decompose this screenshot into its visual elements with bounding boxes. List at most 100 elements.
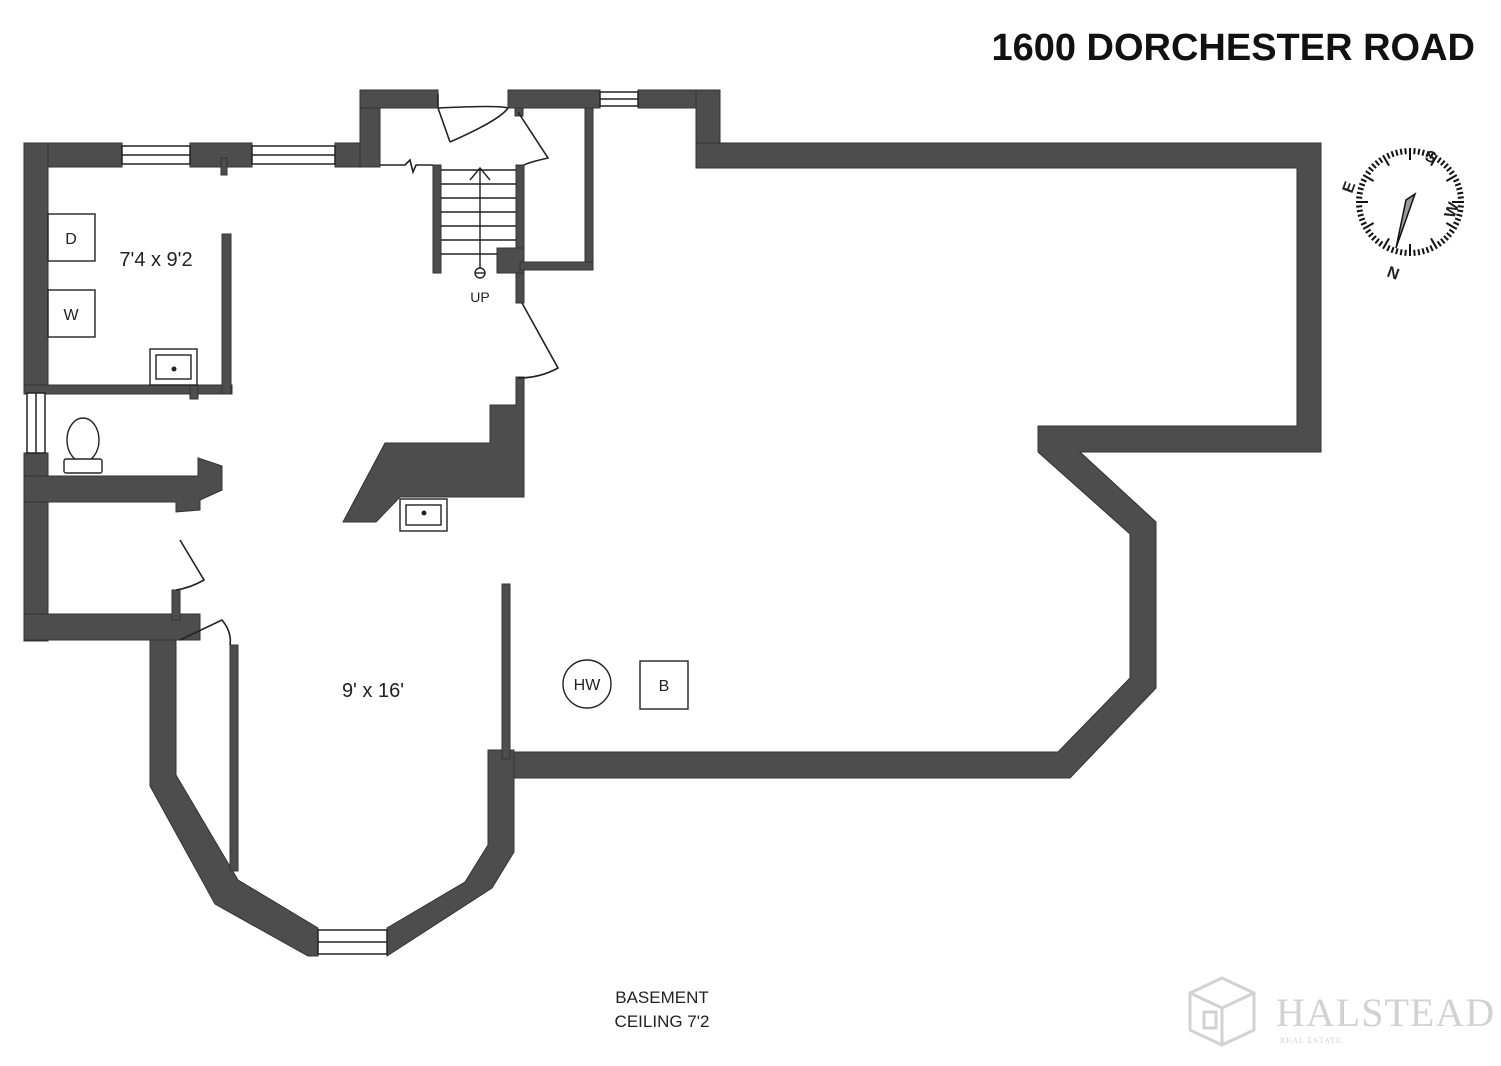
door-closet bbox=[517, 111, 550, 166]
compass-tick bbox=[1430, 237, 1438, 250]
compass-tick bbox=[1436, 157, 1442, 164]
compass-n: N bbox=[1385, 264, 1402, 284]
compass-tick bbox=[1440, 159, 1446, 166]
compass-tick bbox=[1457, 209, 1464, 213]
compass: S W N E bbox=[1340, 148, 1464, 284]
compass-tick bbox=[1382, 154, 1390, 167]
compass-tick bbox=[1374, 238, 1380, 245]
compass-tick bbox=[1456, 213, 1463, 217]
halstead-sub: REAL ESTATE bbox=[1280, 1036, 1342, 1045]
compass-tick bbox=[1367, 166, 1374, 172]
address-title: 1600 DORCHESTER ROAD bbox=[991, 27, 1475, 69]
labels: D W 7'4 x 9'2 UP 9' x 16' HW B BASEMENT … bbox=[63, 231, 709, 1031]
compass-tick bbox=[1395, 248, 1399, 255]
compass-tick bbox=[1360, 221, 1367, 226]
compass-needle bbox=[1395, 192, 1417, 249]
halstead-brand: HALSTEAD bbox=[1276, 990, 1495, 1035]
compass-tick bbox=[1430, 154, 1438, 167]
compass-tick bbox=[1457, 196, 1464, 199]
water-heater bbox=[562, 659, 612, 709]
compass-tick bbox=[1417, 249, 1421, 256]
compass-tick bbox=[1360, 178, 1367, 183]
compass-tick bbox=[1456, 187, 1463, 191]
wall-entry-top-a bbox=[359, 89, 439, 109]
dryer bbox=[47, 213, 96, 262]
walls bbox=[23, 89, 1322, 957]
compass-tick bbox=[1390, 246, 1395, 254]
laundry-dims: 7'4 x 9'2 bbox=[119, 249, 192, 271]
door-bay bbox=[179, 619, 232, 646]
halstead-watermark: HALSTEAD REAL ESTATE bbox=[1188, 976, 1495, 1047]
door-lower-closet bbox=[175, 539, 206, 591]
compass-tick bbox=[1429, 152, 1434, 159]
compass-tick bbox=[1386, 245, 1391, 252]
toilet-bowl bbox=[66, 417, 100, 463]
halstead-logo-icon bbox=[1188, 976, 1256, 1047]
wall-closet-left bbox=[514, 107, 524, 117]
compass-tick bbox=[1421, 149, 1425, 156]
compass-tick bbox=[1362, 222, 1375, 230]
wall-closet2-right bbox=[584, 107, 594, 271]
compass-tick bbox=[1443, 163, 1449, 169]
compass-tick bbox=[1374, 159, 1380, 166]
compass-tick bbox=[1390, 150, 1395, 158]
ceiling-label: CEILING 7'2 bbox=[615, 1012, 710, 1031]
compass-tick bbox=[1404, 148, 1407, 155]
compass-tick bbox=[1358, 182, 1366, 187]
wall-left-upper bbox=[23, 142, 49, 394]
boiler bbox=[639, 660, 689, 710]
compass-tick bbox=[1446, 232, 1453, 238]
wall-chimney bbox=[342, 376, 525, 523]
compass-tick bbox=[1445, 174, 1458, 182]
compass-tick bbox=[1357, 187, 1364, 191]
wall-stair-left bbox=[432, 164, 442, 274]
wall-closet-bottom bbox=[23, 613, 201, 641]
compass-tick bbox=[1356, 191, 1363, 195]
stairs-up-label: UP bbox=[470, 289, 489, 305]
compass-tick bbox=[1443, 235, 1449, 241]
fixtures bbox=[47, 213, 689, 710]
compass-tick bbox=[1399, 148, 1403, 155]
compass-tick bbox=[1448, 170, 1455, 176]
washer bbox=[47, 289, 96, 338]
wall-stub-low bbox=[189, 384, 199, 400]
dryer-label: D bbox=[65, 231, 77, 248]
compass-tick bbox=[1446, 166, 1453, 172]
compass-tick bbox=[1358, 217, 1366, 222]
boiler-label: B bbox=[659, 678, 670, 695]
compass-tick bbox=[1371, 163, 1377, 169]
wall-stair-right bbox=[515, 164, 525, 304]
wall-laundry-bottom bbox=[23, 384, 233, 395]
compass-tick bbox=[1404, 249, 1407, 256]
compass-tick bbox=[1356, 196, 1363, 199]
wall-closet2-bottom bbox=[519, 261, 594, 271]
compass-tick bbox=[1454, 182, 1462, 187]
wall-closet-jamb bbox=[171, 589, 181, 621]
compass-tick bbox=[1448, 228, 1455, 234]
compass-tick bbox=[1445, 222, 1458, 230]
wall-right-room bbox=[513, 142, 1322, 779]
compass-tick bbox=[1356, 205, 1363, 208]
doors bbox=[175, 94, 560, 646]
wall-hall-partition bbox=[501, 583, 511, 760]
compass-tick bbox=[1395, 149, 1399, 156]
main-room-dims: 9' x 16' bbox=[342, 680, 404, 702]
compass-tick bbox=[1378, 157, 1384, 164]
compass-e: E bbox=[1340, 179, 1360, 195]
water-heater-label: HW bbox=[574, 677, 602, 694]
wall-entry-top-b bbox=[507, 89, 601, 109]
washer-label: W bbox=[63, 307, 79, 324]
compass-tick bbox=[1413, 148, 1416, 155]
compass-tick bbox=[1382, 237, 1390, 250]
compass-tick bbox=[1453, 178, 1460, 183]
compass-tick bbox=[1365, 170, 1372, 176]
wall-bath-bottom bbox=[23, 457, 223, 513]
toilet-tank bbox=[63, 458, 103, 474]
compass-tick bbox=[1413, 249, 1416, 256]
wall-stub-top bbox=[220, 157, 228, 176]
wall-laundry-right bbox=[221, 233, 232, 395]
compass-tick bbox=[1457, 205, 1464, 208]
compass-tick bbox=[1453, 221, 1460, 226]
compass-tick bbox=[1436, 240, 1442, 247]
